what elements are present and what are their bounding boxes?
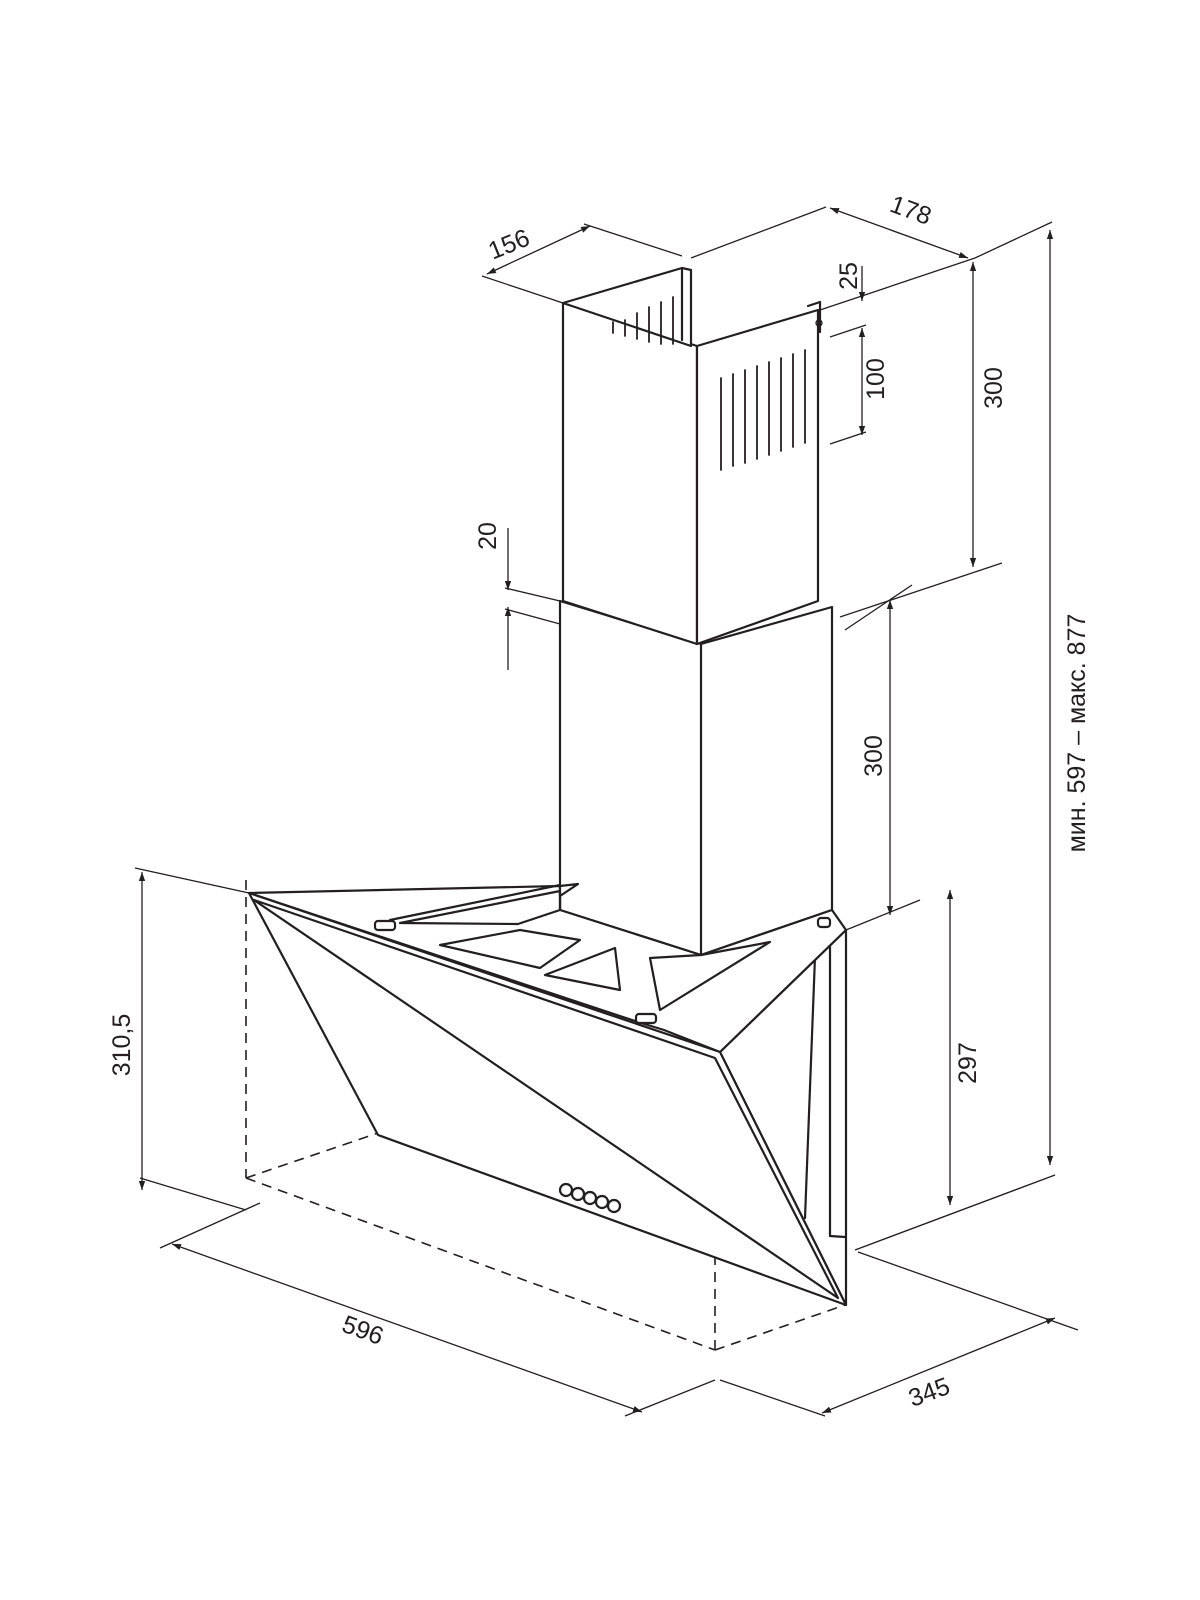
dim-178-label: 178 bbox=[886, 190, 935, 231]
back-vent-slots bbox=[612, 296, 674, 345]
hinge-bolts bbox=[373, 916, 832, 1025]
dim-156-label: 156 bbox=[484, 224, 533, 266]
speed-2-button[interactable] bbox=[582, 1190, 598, 1206]
dim-310-5-label: 310,5 bbox=[108, 1014, 136, 1077]
side-vent-slots bbox=[720, 349, 806, 471]
dim-25-label: 25 bbox=[835, 262, 863, 290]
dim-345-label: 345 bbox=[905, 1372, 954, 1413]
dim-total-height-label: мин. 597 – макс. 877 bbox=[1063, 614, 1091, 853]
dimension-labels: 156 178 25 100 300 20 300 297 мин. 597 –… bbox=[108, 190, 1091, 1413]
speed-1-button[interactable] bbox=[570, 1186, 586, 1202]
top-plate-recess bbox=[388, 883, 772, 1012]
dimension-lines bbox=[134, 206, 1079, 1417]
speed-3-button[interactable] bbox=[594, 1194, 610, 1210]
hood-body bbox=[247, 882, 848, 1307]
dim-300-upper-label: 300 bbox=[980, 367, 1008, 409]
dim-300-lower-label: 300 bbox=[860, 735, 888, 777]
dim-596-label: 596 bbox=[338, 1310, 387, 1351]
dim-297-label: 297 bbox=[954, 1042, 982, 1084]
lower-chimney bbox=[558, 599, 834, 957]
dim-20-label: 20 bbox=[474, 522, 502, 550]
dim-100-label: 100 bbox=[862, 358, 890, 400]
upper-chimney bbox=[561, 266, 823, 646]
power-button[interactable] bbox=[558, 1182, 574, 1198]
control-panel bbox=[558, 1182, 622, 1214]
light-button[interactable] bbox=[606, 1198, 622, 1214]
